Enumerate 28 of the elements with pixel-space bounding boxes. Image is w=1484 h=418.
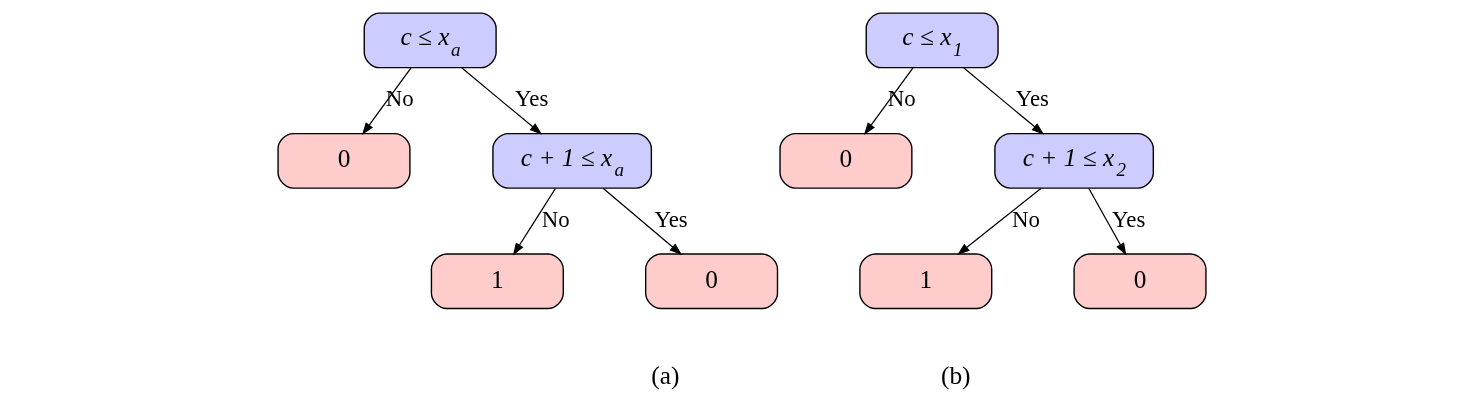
node-box: c + 1 ≤ x$_{2}$ <box>994 132 1155 189</box>
edge-label: No <box>385 86 414 112</box>
node-box: 0 <box>644 253 779 310</box>
edge-label: Yes <box>515 86 549 112</box>
edge-label: No <box>1011 206 1040 232</box>
arrow <box>361 67 412 136</box>
arrow <box>512 187 557 256</box>
node-box: 0 <box>779 132 913 189</box>
edge-label: No <box>887 86 916 112</box>
edge-label: Yes <box>654 206 688 232</box>
node-box: 1 <box>430 253 564 310</box>
edge-label: Yes <box>1015 86 1049 112</box>
edge-label: Yes <box>1112 206 1146 232</box>
node-box: c + 1 ≤ x$_{a}$ <box>492 132 653 189</box>
arrow <box>963 67 1045 135</box>
node-box: 1 <box>859 253 993 310</box>
node-box: 0 <box>277 132 411 189</box>
edge-label: No <box>541 206 570 232</box>
label: (b) <box>941 360 971 389</box>
arrow <box>602 187 683 256</box>
label: (a) <box>651 360 680 389</box>
node-box: 0 <box>1073 253 1207 310</box>
arrow <box>461 67 543 135</box>
arrow <box>957 187 1042 256</box>
node-box: c ≤ x$_{1}$ <box>865 12 999 69</box>
arrow <box>863 67 914 136</box>
node-box: c ≤ x$_{a}$ <box>363 12 497 69</box>
arrow <box>1088 187 1127 256</box>
